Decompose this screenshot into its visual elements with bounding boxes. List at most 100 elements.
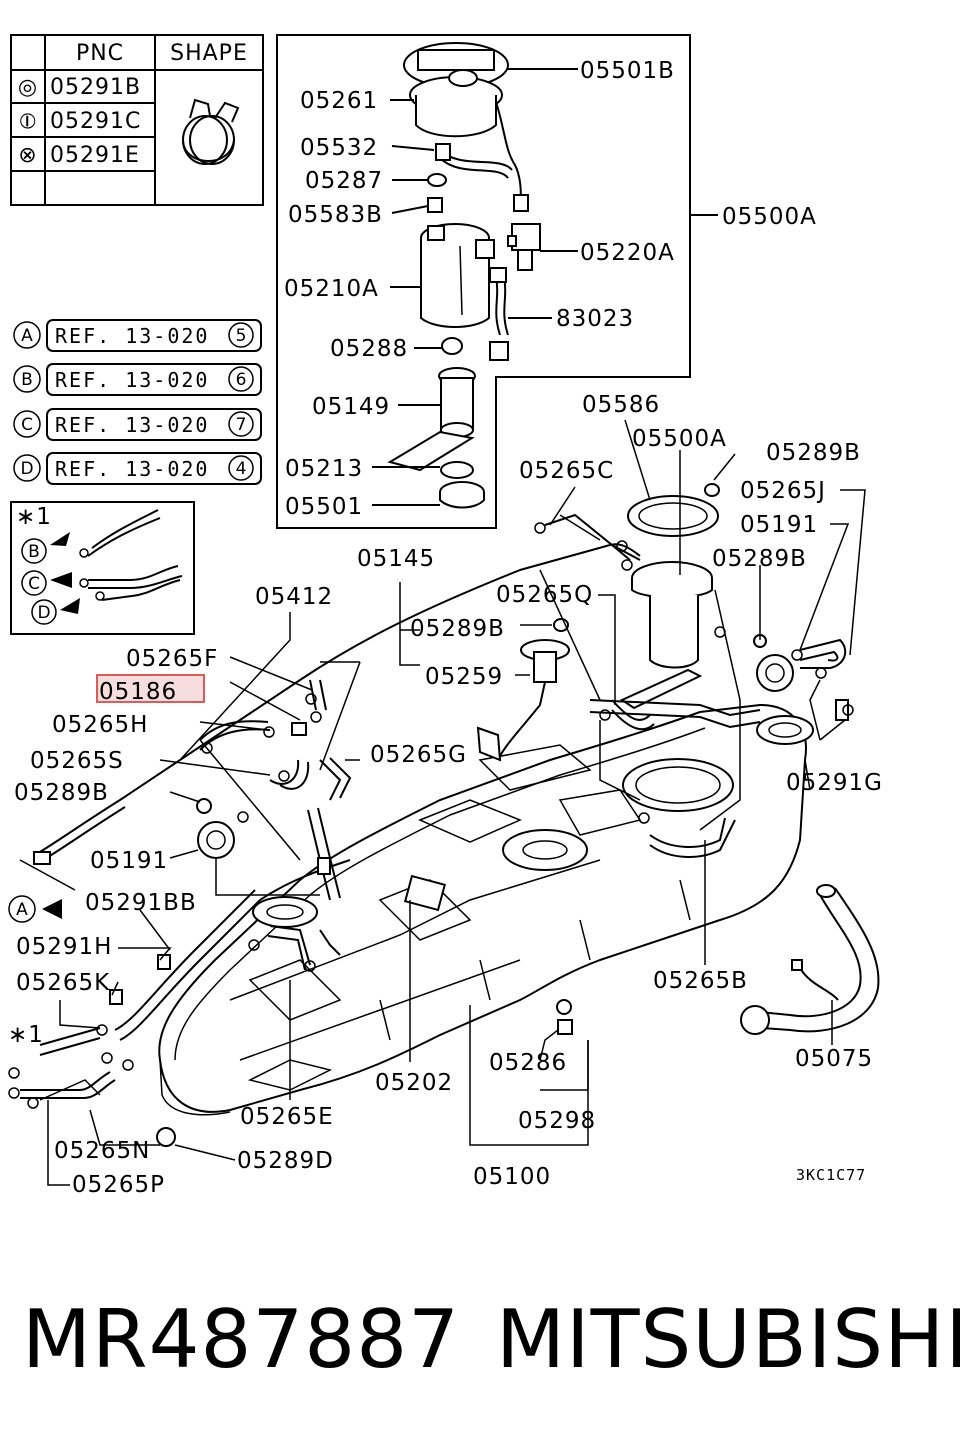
- label-05289d: 05289D: [237, 1148, 334, 1174]
- highlight-05186: [96, 674, 205, 703]
- label-05291g: 05291G: [786, 770, 883, 796]
- diagram-code: 3KC1C77: [796, 1166, 866, 1184]
- ref-b: B REF. 13-020 6: [13, 363, 262, 396]
- label-05265e: 05265E: [240, 1104, 334, 1130]
- label-05265c: 05265C: [519, 458, 614, 484]
- svg-text:B: B: [21, 370, 33, 390]
- label-05265g: 05265G: [370, 742, 467, 768]
- fuel-pump-detail-box: 05501B 05261 05532 05287 05583B 05500A 0…: [276, 34, 817, 529]
- label-05287: 05287: [305, 168, 383, 194]
- hose-routing-inset: ∗1 B C D: [10, 501, 195, 635]
- clip-05583b: [427, 197, 443, 213]
- pnc-code-05291e: 05291E: [50, 143, 140, 168]
- label-05289b-mid: 05289B: [410, 616, 505, 642]
- label-05265q: 05265Q: [496, 582, 593, 608]
- label-05500a-tank: 05500A: [632, 426, 727, 452]
- fuel-pump-module-on-tank: [619, 483, 720, 710]
- svg-text:D: D: [37, 603, 50, 623]
- part-footer: MR487887 MITSUBISHI: [0, 1285, 960, 1395]
- svg-text:6: 6: [236, 370, 247, 390]
- label-05265b: 05265B: [653, 968, 748, 994]
- label-83023: 83023: [556, 306, 634, 332]
- label-05291h: 05291H: [16, 934, 112, 960]
- brand-name: MITSUBISHI: [496, 1293, 960, 1386]
- pnc-header: PNC: [76, 41, 124, 66]
- fuel-sender-05259: [476, 618, 570, 762]
- svg-text:REF. 13-020: REF. 13-020: [55, 368, 209, 392]
- label-05412: 05412: [255, 584, 333, 610]
- label-05145: 05145: [357, 546, 435, 572]
- fuel-reservoir: [420, 223, 495, 328]
- label-05583b: 05583B: [288, 202, 383, 228]
- pump-base-05501: [439, 481, 485, 509]
- label-05265h: 05265H: [52, 712, 148, 738]
- pump-opening-sub: [502, 829, 588, 871]
- svg-text:C: C: [28, 574, 40, 594]
- label-05149: 05149: [312, 394, 390, 420]
- label-05220a: 05220A: [580, 240, 675, 266]
- inset-star: ∗1: [16, 504, 52, 530]
- label-05289b-top: 05289B: [766, 440, 861, 466]
- hose-clamp-icon: [182, 98, 240, 165]
- label-05500a: 05500A: [722, 204, 817, 230]
- label-05586: 05586: [582, 392, 660, 418]
- label-05210a: 05210A: [284, 276, 379, 302]
- label-05265p: 05265P: [72, 1172, 165, 1198]
- bolt-05286: [556, 999, 572, 1015]
- symbol-double-circle: ◎: [18, 75, 38, 100]
- label-05100: 05100: [473, 1164, 551, 1190]
- grommet-05191: [197, 821, 235, 859]
- grommet-05191-b: [756, 654, 794, 692]
- ref-arrow-a: A: [16, 900, 28, 920]
- filler-hose-05075: [740, 884, 880, 1035]
- ref-d: D REF. 13-020 4: [13, 452, 262, 485]
- label-05265f: 05265F: [126, 646, 218, 672]
- label-05265k: 05265K: [16, 970, 110, 996]
- label-05202: 05202: [375, 1070, 453, 1096]
- label-05259: 05259: [425, 664, 503, 690]
- pnc-code-05291c: 05291C: [50, 109, 141, 134]
- ref-a: A REF. 13-020 5: [13, 319, 262, 352]
- fuel-tank-assembly: A 05586 05500A 05289B 05265C 05265J 0519…: [8, 392, 883, 1198]
- label-05213: 05213: [285, 456, 363, 482]
- label-05286: 05286: [489, 1050, 567, 1076]
- pump-motor-05149: [438, 367, 476, 438]
- screw-05289d: [156, 1127, 176, 1147]
- svg-text:D: D: [20, 459, 33, 479]
- ref-c: C REF. 13-020 7: [13, 408, 262, 441]
- label-05075: 05075: [795, 1046, 873, 1072]
- label-05298: 05298: [518, 1108, 596, 1134]
- part-number: MR487887: [22, 1293, 460, 1386]
- symbol-circle-bar: ⦶: [20, 109, 37, 134]
- svg-text:A: A: [21, 326, 33, 346]
- label-star1: ∗1: [8, 1022, 44, 1048]
- label-05288: 05288: [330, 336, 408, 362]
- o-ring-05287: [427, 173, 447, 187]
- label-05265n: 05265N: [54, 1138, 150, 1164]
- label-05191-right: 05191: [740, 512, 818, 538]
- pnc-shape-table: PNC SHAPE ◎ 05291B ⦶ 05291C ⊗ 05291E: [10, 34, 264, 206]
- shape-header: SHAPE: [170, 41, 248, 66]
- svg-text:REF. 13-020: REF. 13-020: [55, 457, 209, 481]
- label-05191-left: 05191: [90, 848, 168, 874]
- clamps: [8, 522, 854, 1109]
- pump-flange: [403, 42, 509, 138]
- label-05289b-right: 05289B: [712, 546, 807, 572]
- label-05501: 05501: [285, 494, 363, 520]
- svg-text:4: 4: [236, 459, 247, 479]
- vapor-line-05412: [34, 543, 641, 856]
- fuel-pressure-regulator-05220a: [507, 223, 541, 271]
- filter-05288: [441, 337, 463, 355]
- label-05289b-left: 05289B: [14, 780, 109, 806]
- label-05265s: 05265S: [30, 748, 124, 774]
- svg-text:B: B: [28, 542, 40, 562]
- label-05532: 05532: [300, 135, 378, 161]
- pnc-code-05291b: 05291B: [50, 75, 141, 100]
- reference-list: A REF. 13-020 5 B REF. 13-020 6 C REF. 1…: [13, 319, 262, 485]
- connector-05532: [435, 143, 451, 161]
- label-05501b: 05501B: [580, 58, 675, 84]
- svg-text:7: 7: [236, 415, 247, 435]
- symbol-circle-x: ⊗: [18, 143, 37, 168]
- label-05291bb: 05291BB: [85, 890, 197, 916]
